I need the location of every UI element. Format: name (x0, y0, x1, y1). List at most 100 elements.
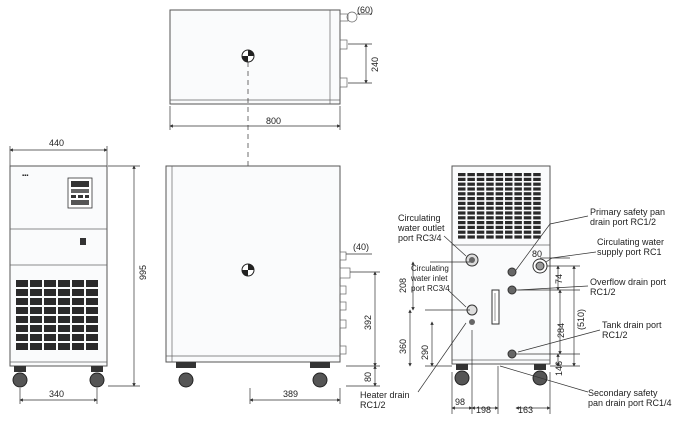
grille-slot (30, 334, 42, 341)
grille-slot (533, 201, 541, 205)
grille-slot (16, 298, 28, 305)
grille-slot (505, 206, 513, 210)
grille-slot (44, 289, 56, 296)
grille-slot (523, 206, 532, 210)
grille-slot (523, 173, 532, 177)
grille-slot (58, 334, 70, 341)
grille-slot (467, 206, 475, 210)
callout-circulating-water-supply: Circulating water supply port RC1 (597, 237, 664, 257)
callout-tank-drain: Tank drain port RC1/2 (602, 320, 662, 340)
grille-slot (58, 280, 70, 287)
grille-slot (533, 192, 541, 196)
grille-slot (16, 334, 28, 341)
grille-slot (486, 206, 494, 210)
grille-slot (30, 325, 42, 332)
callout-secondary-line-1: Secondary safety (588, 388, 658, 398)
grille-slot (467, 182, 475, 186)
grille-slot (44, 280, 56, 287)
brand-logo: ▪▪▪ (22, 173, 28, 179)
grille-slot (30, 289, 42, 296)
grille-slot (514, 221, 522, 225)
grille-slot (30, 343, 42, 350)
grille-slot (505, 235, 513, 239)
grille-slot (58, 289, 70, 296)
grille-slot (523, 230, 532, 234)
callout-heater-drain: Heater drain RC1/2 (360, 390, 410, 410)
grille-slot (514, 235, 522, 239)
callout-inlet-line-1: Circulating (411, 264, 449, 273)
grille-slot (58, 316, 70, 323)
grille-slot (58, 343, 70, 350)
grille-slot (476, 187, 485, 191)
grille-slot (505, 173, 513, 177)
callout-tank-line-2: RC1/2 (602, 330, 628, 340)
grille-slot (505, 182, 513, 186)
grille-slot (467, 221, 475, 225)
grille-slot (505, 211, 513, 215)
grille-slot (514, 177, 522, 181)
grille-slot (467, 211, 475, 215)
grille-slot (495, 173, 504, 177)
grille-slot (458, 230, 466, 234)
grille-slot (458, 182, 466, 186)
grille-slot (486, 173, 494, 177)
dim-rear-163: 163 (518, 405, 533, 415)
grille-slot (523, 216, 532, 220)
grille-slot (467, 192, 475, 196)
grille-slot (72, 334, 84, 341)
grille-slot (514, 173, 522, 177)
grille-slot (476, 206, 485, 210)
grille-slot (486, 216, 494, 220)
dim-side-bottom: 80 (363, 372, 373, 382)
grille-slot (86, 316, 98, 323)
grille-slot (486, 192, 494, 196)
grille-slot (495, 197, 504, 201)
grille-slot (533, 216, 541, 220)
callout-supply-line-1: Circulating water (597, 237, 664, 247)
callout-primary-line-1: Primary safety pan (590, 207, 665, 217)
grille-slot (476, 201, 485, 205)
grille-slot (467, 173, 475, 177)
grille-slot (505, 192, 513, 196)
grille-slot (16, 289, 28, 296)
grille-slot (523, 225, 532, 229)
dim-top-port-spacing: 240 (370, 57, 380, 72)
rear-ports (465, 253, 548, 359)
grille-slot (486, 197, 494, 201)
grille-slot (533, 221, 541, 225)
grille-slot (44, 325, 56, 332)
grille-slot (533, 182, 541, 186)
callout-circulating-water-outlet: Circulating water outlet port RC3/4 (397, 213, 445, 243)
grille-slot (495, 182, 504, 186)
grille-slot (72, 307, 84, 314)
grille-slot (495, 206, 504, 210)
grille-slot (30, 280, 42, 287)
grille-slot (58, 307, 70, 314)
grille-slot (476, 173, 485, 177)
side-view: (40) 392 80 389 (165, 165, 380, 404)
grille-slot (16, 280, 28, 287)
grille-slot (505, 216, 513, 220)
dim-front-width: 440 (49, 138, 64, 148)
grille-slot (495, 225, 504, 229)
grille-slot (514, 197, 522, 201)
grille-slot (467, 230, 475, 234)
grille-slot (476, 182, 485, 186)
grille-slot (505, 177, 513, 181)
grille-slot (514, 230, 522, 234)
grille-slot (495, 201, 504, 205)
grille-slot (458, 173, 466, 177)
grille-slot (505, 225, 513, 229)
grille-slot (514, 201, 522, 205)
center-of-gravity-mark-side (241, 263, 255, 277)
rear-view: 208 360 290 80 74 284 (510) 146 98 198 1… (398, 165, 601, 415)
grille-slot (86, 343, 98, 350)
grille-slot (86, 298, 98, 305)
rear-air-grille (458, 173, 541, 239)
grille-slot (458, 235, 466, 239)
callout-overflow-line-2: RC1/2 (590, 287, 616, 297)
top-view-body (169, 9, 341, 105)
grille-slot (486, 230, 494, 234)
